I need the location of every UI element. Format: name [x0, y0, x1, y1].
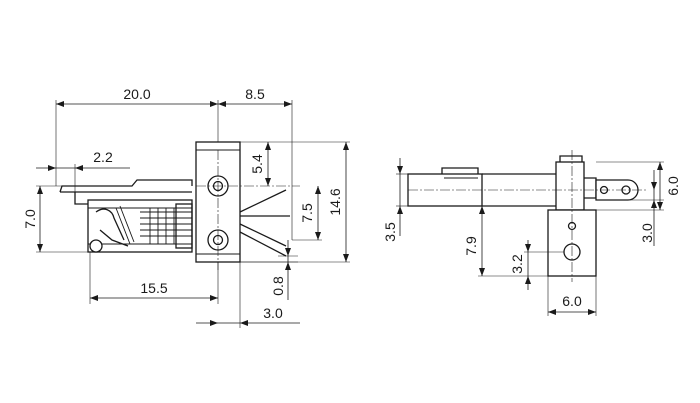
dim-6-0-bottom: 6.0 [547, 276, 597, 316]
dim-6-0-right: 6.0 [596, 161, 681, 211]
dim-3-0-right: 3.0 [628, 170, 664, 246]
side-view [407, 150, 648, 282]
dim-label-6-0-right: 6.0 [665, 176, 681, 196]
dim-label-5-4: 5.4 [249, 154, 265, 174]
dim-label-3-0-left: 3.0 [263, 305, 283, 321]
dim-15-5: 15.5 [89, 252, 219, 304]
dim-3-5: 3.5 [382, 158, 408, 242]
dim-7-9: 7.9 [463, 205, 548, 277]
dim-label-7-9: 7.9 [463, 236, 479, 256]
front-view [59, 141, 300, 270]
dim-7-0: 7.0 [22, 185, 90, 253]
dim-label-3-0-right: 3.0 [639, 223, 655, 243]
dim-0-8: 0.8 [240, 240, 298, 300]
dim-label-6-0-bottom: 6.0 [562, 293, 582, 309]
dim-3-2: 3.2 [509, 240, 564, 290]
dim-7-5: 7.5 [292, 186, 322, 241]
dim-2-2: 2.2 [36, 149, 130, 192]
dim-5-4: 5.4 [240, 141, 350, 186]
dim-20-0: 20.0 [55, 86, 219, 186]
dim-label-3-2: 3.2 [509, 254, 525, 274]
dim-8-5: 8.5 [218, 86, 293, 240]
dim-label-8-5: 8.5 [245, 86, 265, 102]
dim-label-0-8: 0.8 [270, 276, 286, 296]
dim-label-7-0: 7.0 [22, 209, 38, 229]
dim-label-3-5: 3.5 [382, 222, 398, 242]
dim-3-0-left: 3.0 [196, 262, 300, 328]
dim-label-14-6: 14.6 [327, 188, 343, 215]
dim-label-15-5: 15.5 [140, 280, 167, 296]
dim-label-2-2: 2.2 [93, 149, 113, 165]
dim-label-20-0: 20.0 [123, 86, 150, 102]
dim-label-7-5: 7.5 [299, 203, 315, 223]
